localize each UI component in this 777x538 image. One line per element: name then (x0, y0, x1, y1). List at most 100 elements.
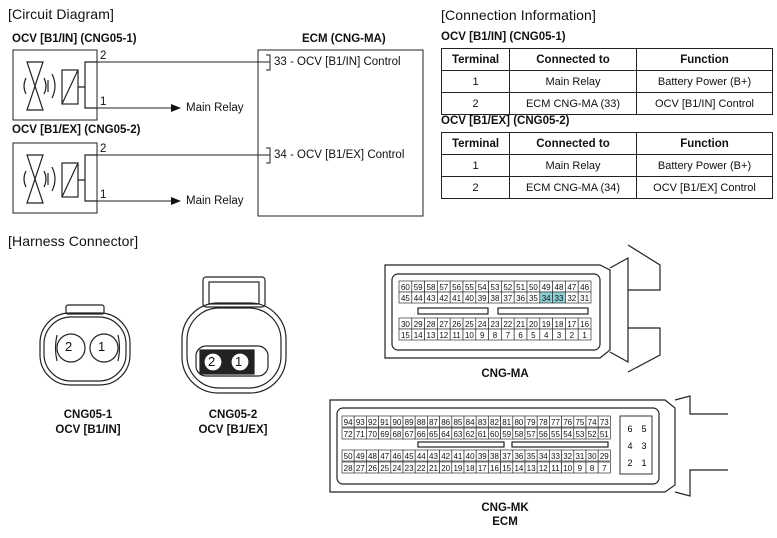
ocv-in-box (12, 49, 98, 121)
pin-2-in: 2 (100, 50, 107, 62)
cng-ma-pin-label: 36 (516, 294, 525, 303)
cng-mk-sub: ECM (492, 516, 518, 528)
cng-mk-pin-label: 91 (380, 418, 389, 427)
cng-mk-pin-label: 27 (356, 464, 365, 473)
cng-ma-pin-label: 58 (427, 283, 436, 292)
cng-ma-pin-label: 47 (567, 283, 576, 292)
conn-table-2: Terminal Connected to Function 1 Main Re… (441, 132, 773, 199)
cng-mk-pin-label: 62 (466, 430, 475, 439)
cng-mk-name: CNG-MK (481, 502, 529, 514)
cng-mk-pin-label: 17 (478, 464, 487, 473)
cng-mk-pin-label: 34 (539, 452, 548, 461)
cng-ma-pin-label: 33 (555, 294, 564, 303)
conn-table-1-title: OCV [B1/IN] (CNG05-1) (441, 31, 566, 43)
cng-mk-side-pin-label: 5 (641, 424, 646, 434)
cng-ma-pin-label: 59 (414, 283, 423, 292)
cng-mk-pin-label: 75 (575, 418, 584, 427)
cng-mk-pin-label: 67 (405, 430, 414, 439)
cng-ma-pin-label: 10 (465, 331, 474, 340)
table-row: 2 ECM CNG-MA (33) OCV [B1/IN] Control (441, 92, 773, 115)
cng-mk-pin-label: 19 (453, 464, 462, 473)
cng-mk-pin-label: 61 (478, 430, 487, 439)
cng-mk-side-pin-label: 2 (627, 458, 632, 468)
cng-mk-pin-label: 65 (429, 430, 438, 439)
cng-mk-pin-label: 66 (417, 430, 426, 439)
cng-mk-pin-label: 11 (551, 464, 560, 473)
connector-cng-mk (329, 395, 728, 497)
cng-mk-pin-label: 52 (588, 430, 597, 439)
ocv-ex-label: OCV [B1/EX] (CNG05-2) (12, 124, 141, 136)
cng-mk-pin-label: 30 (588, 452, 597, 461)
cng-ma-pin-label: 55 (465, 283, 474, 292)
cng-mk-pin-label: 78 (539, 418, 548, 427)
cng-ma-pin-label: 44 (414, 294, 423, 303)
cng-ma-pin-label: 46 (580, 283, 589, 292)
connector-cng05-2 (181, 276, 287, 394)
cng-mk-pin-label: 90 (392, 418, 401, 427)
cell: OCV [B1/IN] Control (636, 92, 773, 115)
cng-ma-pin-label: 7 (506, 331, 511, 340)
ocv-ex-box (12, 142, 98, 214)
cng-ma-pin-label: 22 (503, 320, 512, 329)
cng-ma-pin-label: 31 (580, 294, 589, 303)
pin-1-ex: 1 (100, 189, 107, 201)
cng-ma-pin-label: 52 (503, 283, 512, 292)
cng-mk-pin-label: 40 (466, 452, 475, 461)
cng-mk-pin-label: 38 (490, 452, 499, 461)
table-row: 2 ECM CNG-MA (34) OCV [B1/EX] Control (441, 176, 773, 199)
cng-mk-pin-label: 42 (441, 452, 450, 461)
cng05-2-pin-1: 1 (235, 354, 243, 369)
cng-mk-pin-label: 26 (368, 464, 377, 473)
cng-mk-pin-label: 31 (575, 452, 584, 461)
cng-mk-pin-label: 47 (380, 452, 389, 461)
cng-mk-pin-label: 68 (392, 430, 401, 439)
cng-mk-pin-label: 63 (453, 430, 462, 439)
cng-ma-pin-label: 19 (542, 320, 551, 329)
cng-ma-pin-label: 53 (491, 283, 500, 292)
cng-mk-pin-label: 79 (527, 418, 536, 427)
cng-ma-pin-label: 43 (427, 294, 436, 303)
cng-mk-pin-label: 54 (563, 430, 572, 439)
cng05-1-sub: OCV [B1/IN] (55, 424, 121, 436)
cng-ma-pin-label: 8 (493, 331, 498, 340)
valve-in-icon (23, 61, 97, 111)
ecm-pin-33-label: 33 - OCV [B1/IN] Control (274, 56, 401, 68)
cng-ma-pin-label: 48 (555, 283, 564, 292)
cng-ma-pin-label: 51 (516, 283, 525, 292)
cng-mk-pin-label: 71 (356, 430, 365, 439)
col-connected-to: Connected to (509, 48, 637, 71)
cng-mk-pin-label: 7 (602, 464, 607, 473)
cng-mk-pin-label: 86 (441, 418, 450, 427)
conn-table-1: Terminal Connected to Function 1 Main Re… (441, 48, 773, 115)
connection-info-title: [Connection Information] (441, 7, 596, 23)
cng-ma-pin-label: 21 (516, 320, 525, 329)
cng-mk-pin-label: 43 (429, 452, 438, 461)
cng-mk-pin-label: 8 (590, 464, 595, 473)
cng-ma-pin-label: 45 (401, 294, 410, 303)
circuit-diagram-title: [Circuit Diagram] (8, 6, 114, 22)
table-row: 1 Main Relay Battery Power (B+) (441, 70, 773, 93)
cng-mk-pin-label: 89 (405, 418, 414, 427)
cng-mk-side-pin-label: 1 (641, 458, 646, 468)
cng05-1-pin-2: 2 (65, 339, 73, 354)
cng-ma-pin-label: 20 (529, 320, 538, 329)
cng-mk-pin-label: 58 (514, 430, 523, 439)
conn-table-2-title: OCV [B1/EX] (CNG05-2) (441, 115, 570, 127)
cng-ma-pin-label: 27 (439, 320, 448, 329)
harness-connector-title: [Harness Connector] (8, 233, 139, 249)
cng-mk-pin-label: 85 (453, 418, 462, 427)
cng-mk-pin-label: 9 (578, 464, 583, 473)
cng-mk-pin-label: 37 (502, 452, 511, 461)
cng-ma-pin-label: 49 (542, 283, 551, 292)
cng-ma-pin-label: 5 (531, 331, 536, 340)
pin-2-ex: 2 (100, 143, 107, 155)
cng-mk-pin-label: 93 (356, 418, 365, 427)
cng-ma-pin-label: 35 (529, 294, 538, 303)
cng-ma-pin-label: 24 (478, 320, 487, 329)
connector-cng05-1 (39, 304, 131, 386)
cng-mk-side-pin-label: 6 (627, 424, 632, 434)
